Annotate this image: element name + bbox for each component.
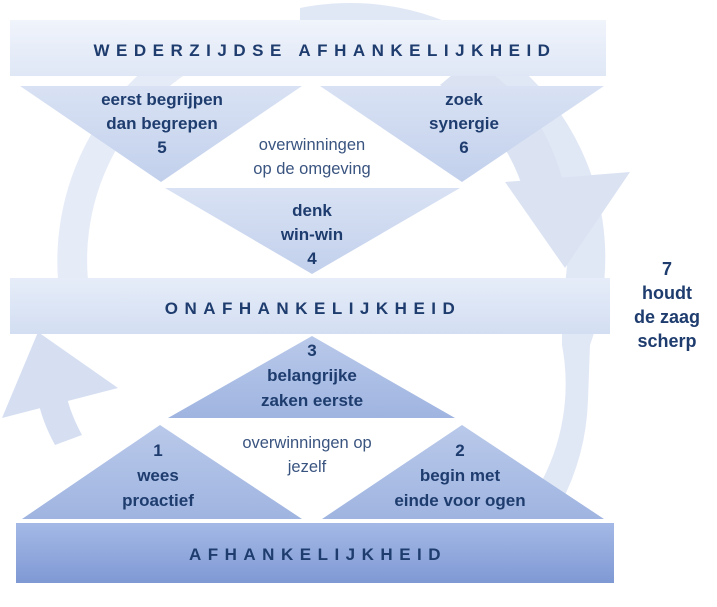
habit-5-label: eerst begrijpen dan begrepen 5 <box>101 90 223 157</box>
habit-4-line-1: denk <box>292 201 332 220</box>
triangle-habit-3 <box>168 336 455 418</box>
habit-2-line-1: begin met <box>420 466 501 485</box>
band-label-interdependence: WEDERZIJDSE AFHANKELIJKHEID <box>94 41 557 60</box>
private-victory-line-2: jezelf <box>287 458 327 476</box>
interdependence-band <box>10 20 606 76</box>
habit-1-line-1: wees <box>136 466 179 485</box>
triangle-habit-4 <box>165 188 460 274</box>
triangle-habit-6 <box>320 86 604 182</box>
habit-3-label: 3 belangrijke zaken eerste <box>261 341 363 410</box>
habit-5-number: 5 <box>157 138 166 157</box>
habit-3-line-2: zaken eerste <box>261 391 363 410</box>
habit-6-line-1: zoek <box>445 90 483 109</box>
habit-3-number: 3 <box>307 341 316 360</box>
habit-6-number: 6 <box>459 138 468 157</box>
habit-7-line-2: de zaag <box>634 307 700 327</box>
public-victory-label: overwinningen op de omgeving <box>253 136 370 178</box>
habit-1-label: 1 wees proactief <box>122 441 194 510</box>
habit-4-number: 4 <box>307 249 317 268</box>
habit-5-line-2: dan begrepen <box>106 114 217 133</box>
habit-1-number: 1 <box>153 441 162 460</box>
lower-left-arrowhead <box>2 332 118 418</box>
triangle-habit-1 <box>22 425 302 519</box>
habit-2-number: 2 <box>455 441 464 460</box>
habit-2-line-2: einde voor ogen <box>394 491 525 510</box>
habit-7-line-3: scherp <box>637 331 696 351</box>
habit-3-line-1: belangrijke <box>267 366 357 385</box>
habit-1-line-2: proactief <box>122 491 194 510</box>
habit-5-line-1: eerst begrijpen <box>101 90 223 109</box>
right-arrow-ring <box>300 2 606 506</box>
habit-7-label: 7 houdt de zaag scherp <box>634 259 700 351</box>
independence-band <box>10 278 610 334</box>
habit-6-line-2: synergie <box>429 114 499 133</box>
private-victory-label: overwinningen op jezelf <box>242 434 371 476</box>
habit-4-label: denk win-win 4 <box>280 201 343 268</box>
band-label-dependence: AFHANKELIJKHEID <box>189 545 447 564</box>
triangle-habit-2 <box>322 425 604 519</box>
private-victory-line-1: overwinningen op <box>242 434 371 452</box>
habit-4-line-2: win-win <box>280 225 343 244</box>
habit-6-label: zoek synergie 6 <box>429 90 499 157</box>
band-label-independence: ONAFHANKELIJKHEID <box>165 299 462 318</box>
public-victory-line-1: overwinningen <box>259 136 365 154</box>
habit-7-line-1: houdt <box>642 283 692 303</box>
habit-7-number: 7 <box>662 259 672 279</box>
triangle-habit-5 <box>20 86 302 182</box>
public-victory-line-2: op de omgeving <box>253 160 370 178</box>
dependence-band <box>16 523 614 583</box>
upper-right-arrowhead <box>505 172 630 268</box>
habit-2-label: 2 begin met einde voor ogen <box>394 441 525 510</box>
